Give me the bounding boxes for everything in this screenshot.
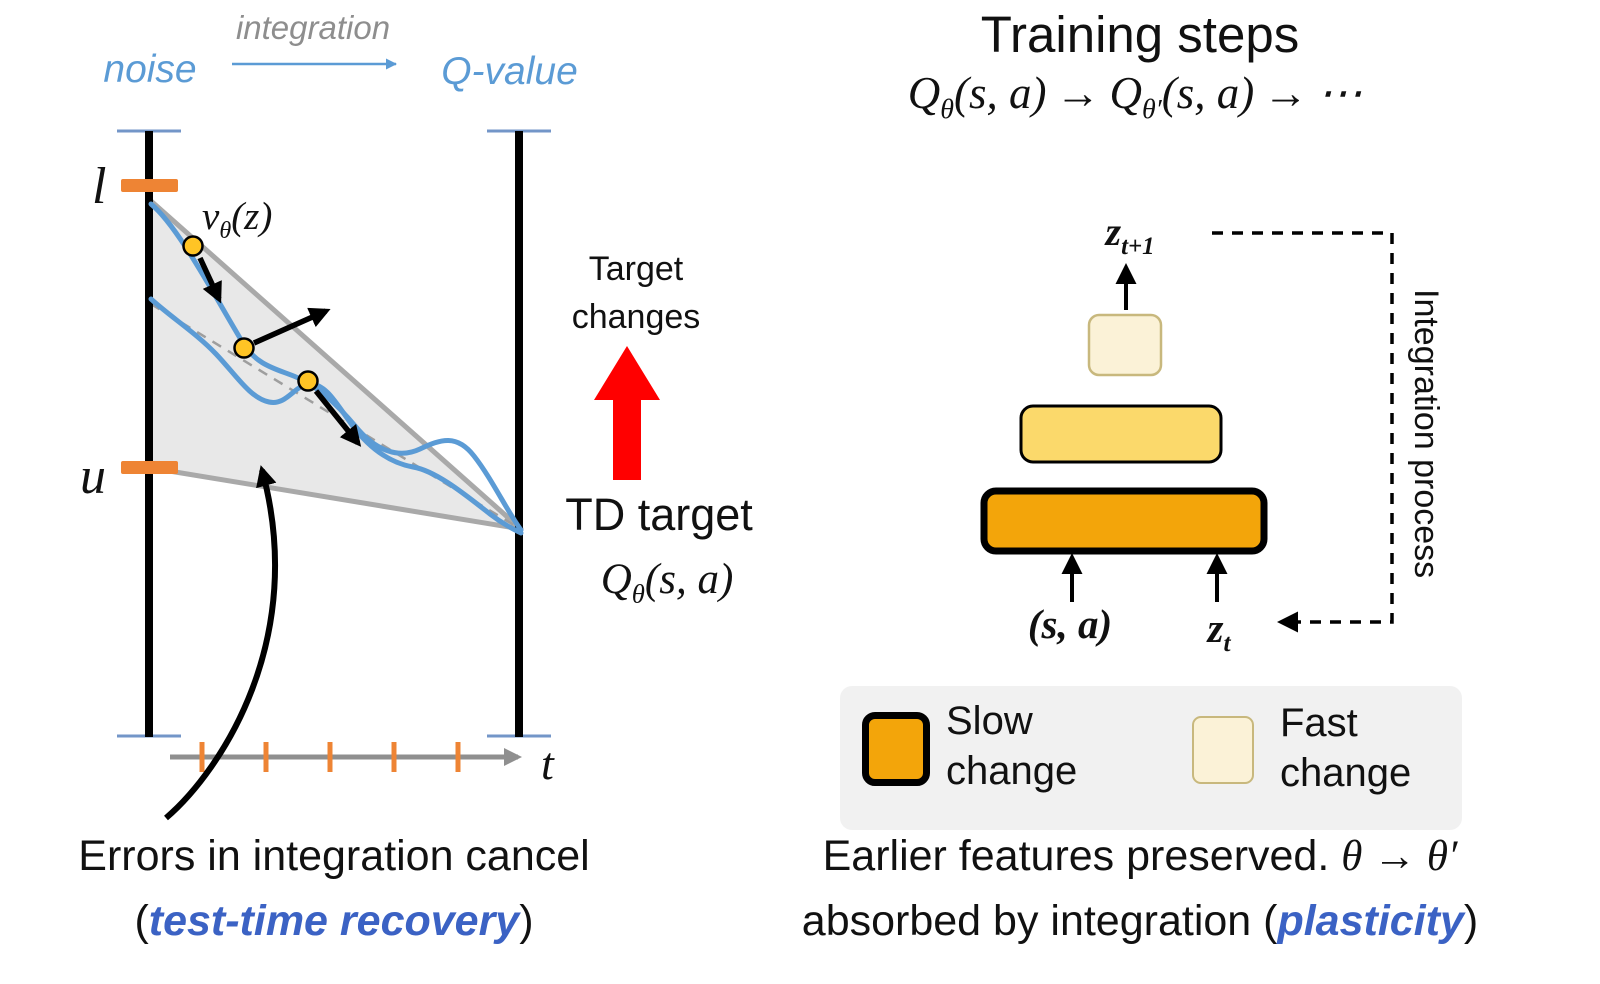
left-caption-suffix: )	[519, 897, 534, 945]
td-formula-sub: θ	[631, 578, 645, 609]
state-action-label: (s, a)	[1027, 601, 1113, 647]
lower-bound-tick	[121, 461, 178, 474]
right-caption-line2: absorbed by integration (plasticity)	[685, 896, 1595, 948]
funnel-lower-edge	[148, 465, 524, 532]
left-caption-prefix: (	[134, 897, 149, 945]
lower-bound-label: u	[80, 448, 106, 505]
test-time-recovery-highlight: test-time recovery	[148, 897, 520, 945]
z-next-sub: t+1	[1121, 233, 1155, 260]
z-t-label: zt	[1180, 604, 1258, 659]
formula-q1: Q	[907, 68, 941, 118]
formula-ellipsis: ⋯	[1317, 68, 1363, 118]
value-function-args: (z)	[231, 195, 273, 238]
z-next-base: z	[1105, 209, 1122, 254]
target-changes-arrow	[594, 346, 660, 480]
integration-curve-lower	[148, 296, 524, 536]
integration-loop-arrow	[1212, 231, 1394, 633]
formula-arrow2: →	[1263, 68, 1309, 118]
td-target-formula: Qθ(s, a)	[552, 554, 782, 611]
gradient-arrow-3	[313, 389, 362, 447]
left-caption-line2: (test-time recovery)	[0, 896, 668, 948]
formula-q2: Q	[1109, 68, 1142, 118]
slow-change-swatch	[862, 712, 930, 786]
recovery-arrow	[164, 465, 279, 821]
target-changes-label: Target changes	[571, 250, 701, 336]
z-t-base: z	[1207, 605, 1224, 651]
formula-args1: (s, a)	[953, 68, 1047, 118]
right-caption1-text: Earlier features preserved.	[822, 832, 1342, 880]
time-axis-label: t	[541, 738, 554, 789]
integration-process-label: Integration process	[1407, 289, 1445, 579]
sample-dot-2	[233, 337, 255, 359]
middle-layer-box	[1019, 404, 1223, 464]
q-value-label: Q-value	[441, 50, 578, 93]
right-caption1-math: θ → θ′	[1341, 833, 1458, 880]
formula-arrow1: →	[1055, 68, 1101, 118]
value-function-sub: θ	[219, 216, 232, 244]
funnel-upper-edge	[148, 198, 524, 532]
td-target-label: TD target	[565, 489, 753, 540]
training-formula: Qθ(s, a)→Qθ′(s, a)→⋯	[760, 66, 1510, 126]
formula-sub2: θ′	[1141, 94, 1162, 125]
value-function-base: v	[202, 195, 220, 238]
plasticity-highlight: plasticity	[1277, 897, 1464, 945]
upper-bound-tick	[121, 179, 178, 192]
slow-change-label: Slow change	[946, 699, 1078, 793]
sample-dot-1	[182, 235, 204, 257]
legend: Slow change Fast change	[840, 686, 1462, 830]
fast-change-label: Fast change	[1280, 701, 1412, 795]
left-diagram	[117, 58, 660, 821]
page-title: Training steps	[980, 6, 1300, 63]
value-function-label: vθ(z)	[202, 194, 272, 245]
right-caption2-suffix: )	[1463, 897, 1479, 945]
right-diagram	[980, 231, 1394, 633]
right-caption2-prefix: absorbed by integration (	[801, 897, 1278, 945]
upper-bound-label: l	[92, 158, 107, 215]
integration-label: integration	[235, 9, 391, 46]
td-formula-base: Q	[600, 556, 632, 603]
sample-dot-3	[297, 370, 319, 392]
gradient-arrow-1	[197, 256, 222, 304]
fast-layer-box	[1087, 313, 1163, 377]
fast-change-swatch	[1192, 716, 1254, 784]
formula-args2: (s, a)	[1161, 68, 1255, 118]
gradient-arrow-2	[252, 307, 331, 346]
td-formula-args: (s, a)	[644, 556, 734, 603]
noise-label: noise	[103, 48, 197, 91]
z-next-label: zt+1	[1068, 208, 1192, 262]
right-caption-line1: Earlier features preserved. θ → θ′	[690, 831, 1590, 883]
left-caption-line1: Errors in integration cancel	[78, 832, 590, 880]
z-t-sub: t	[1223, 629, 1231, 658]
formula-sub1: θ	[940, 94, 954, 125]
slow-layer-box	[980, 487, 1268, 555]
